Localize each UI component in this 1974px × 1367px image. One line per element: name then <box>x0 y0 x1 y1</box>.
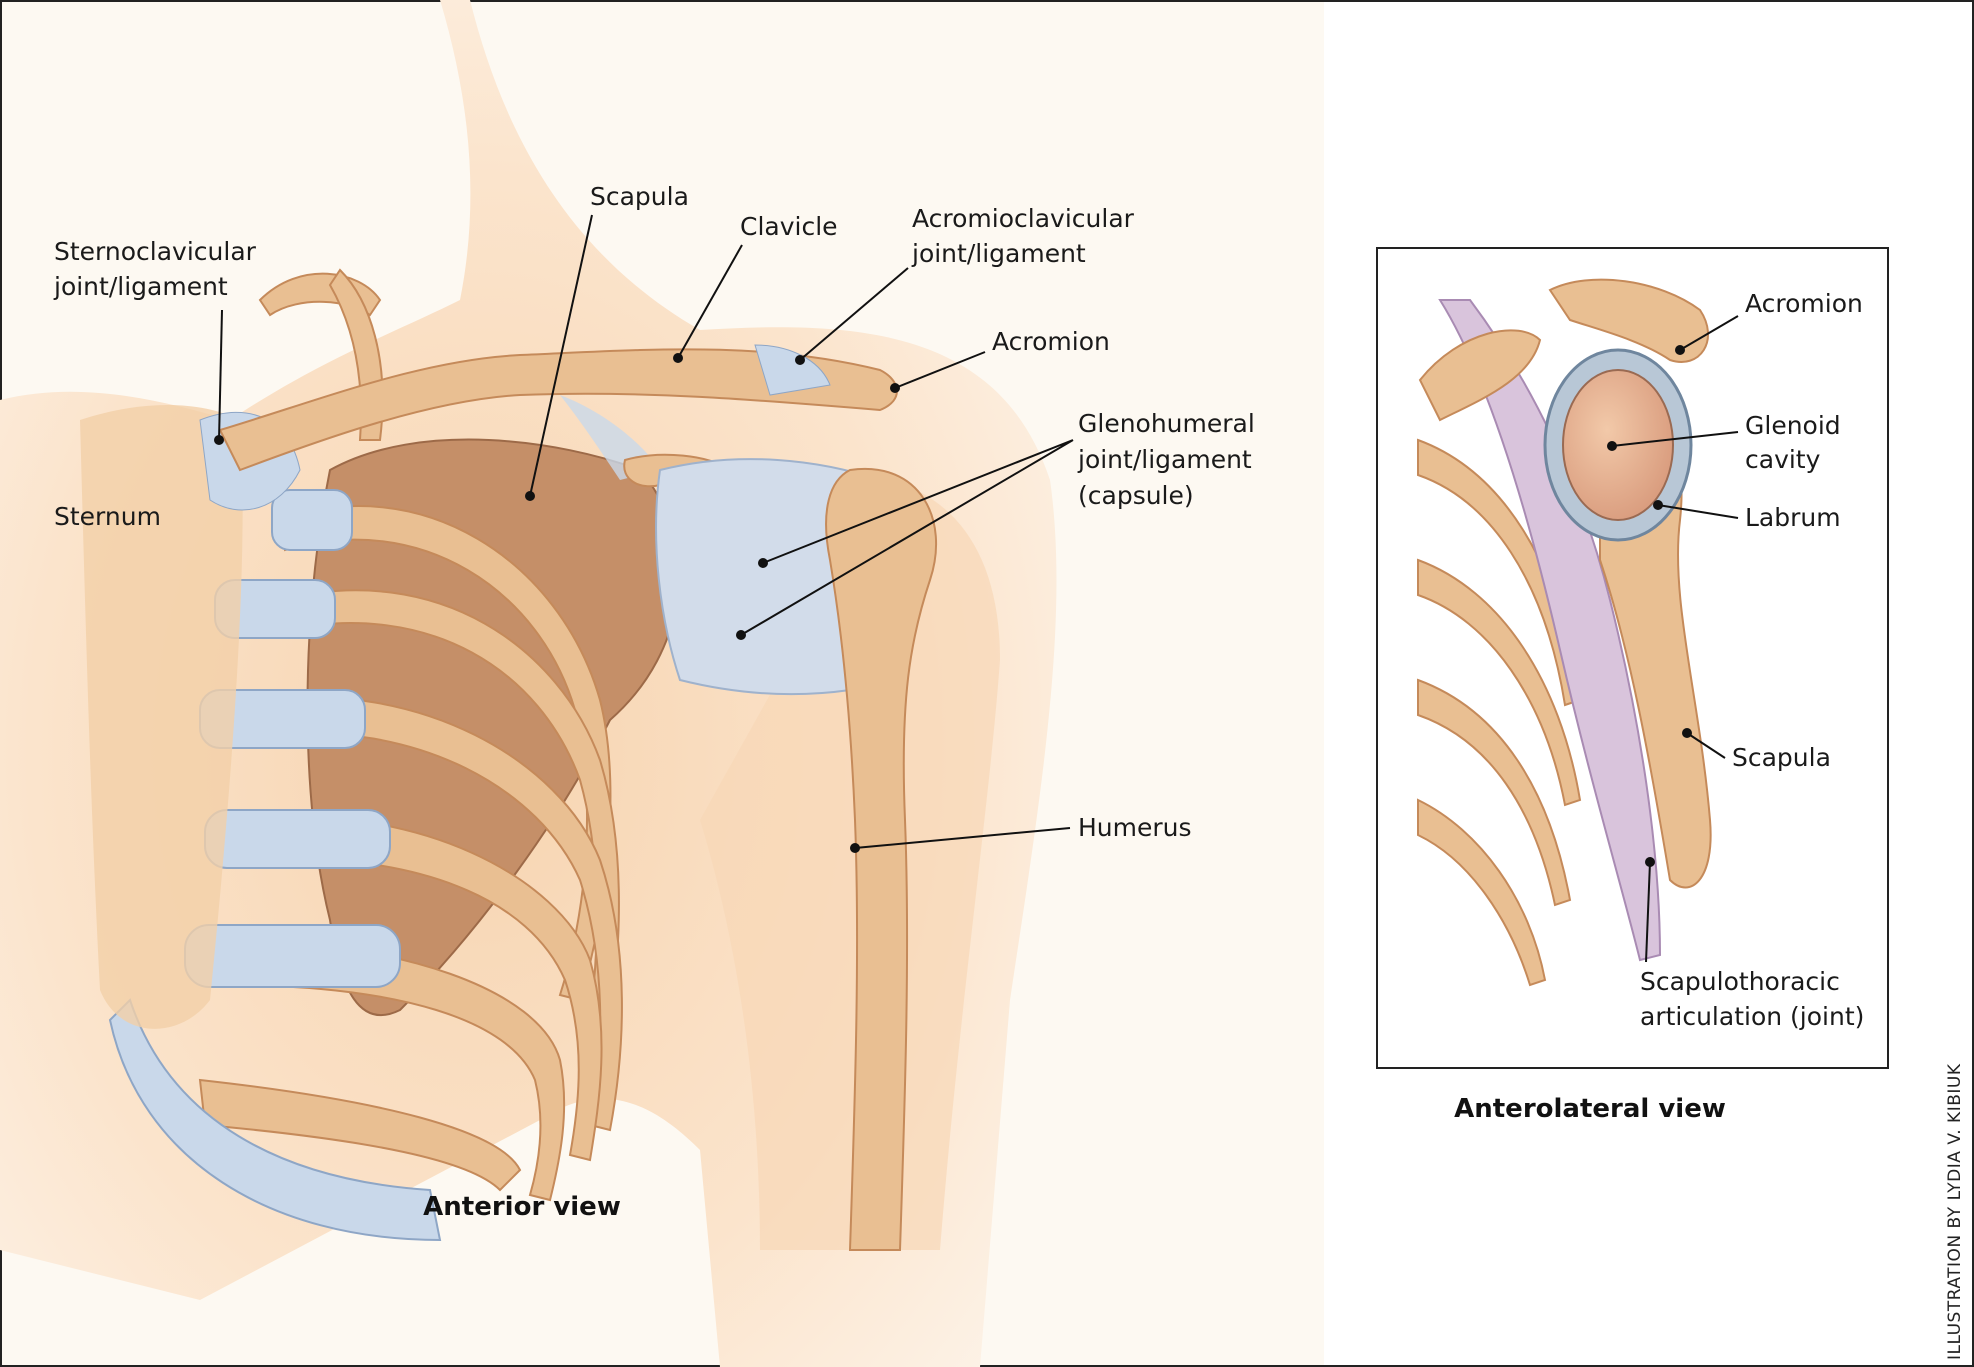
costal-cartilages <box>108 489 442 1242</box>
acromioclavicular-ligament-shape <box>754 344 831 396</box>
label-sternoclavicular-line2: joint/ligament <box>53 272 228 301</box>
leader-acromioclavicular <box>799 267 909 361</box>
label-scapula: Scapula <box>590 182 689 211</box>
label-sternoclavicular-line1: Sternoclavicular <box>54 237 257 266</box>
inset-label-labrum: Labrum <box>1745 503 1841 532</box>
leader-acromion <box>894 351 986 389</box>
leader-sternoclavicular <box>218 309 223 441</box>
arm-silhouette <box>700 480 1000 1250</box>
leader-humerus <box>854 827 1071 849</box>
label-humerus: Humerus <box>1078 813 1192 842</box>
inset-label-glenoid-line2: cavity <box>1745 445 1821 474</box>
label-sternum: Sternum <box>54 502 161 531</box>
anterolateral-view-caption: Anterolateral view <box>1454 1094 1726 1124</box>
label-acromioclavicular-line2: joint/ligament <box>911 239 1086 268</box>
leader-scapula <box>529 214 593 497</box>
inset-label-glenoid-line1: Glenoid <box>1745 411 1841 440</box>
label-glenohumeral-line2: joint/ligament <box>1077 445 1252 474</box>
inset-label-scapulothoracic-line2: articulation (joint) <box>1640 1002 1864 1031</box>
anterior-view-illustration <box>0 0 1057 1367</box>
inset-label-scapula: Scapula <box>1732 743 1831 772</box>
label-glenohumeral-line1: Glenohumeral <box>1078 409 1255 438</box>
inset-label-acromion: Acromion <box>1745 289 1863 318</box>
label-acromion: Acromion <box>992 327 1110 356</box>
anterolateral-inset: Acromion Glenoid cavity Labrum Scapula S… <box>1376 247 1889 1124</box>
label-clavicle: Clavicle <box>740 212 838 241</box>
anterior-view-caption: Anterior view <box>423 1192 621 1222</box>
humerus-shape <box>825 467 938 1251</box>
leader-clavicle <box>677 244 743 359</box>
ribs <box>198 505 623 1202</box>
label-glenohumeral-line3: (capsule) <box>1078 481 1194 510</box>
anterior-labels: Sternoclavicular joint/ligament Sternum … <box>53 182 1255 1222</box>
inset-acromion-shape <box>1548 278 1710 363</box>
inset-label-scapulothoracic-line1: Scapulothoracic <box>1640 967 1840 996</box>
label-acromioclavicular-line1: Acromioclavicular <box>912 204 1135 233</box>
illustration-credit: ILLUSTRATION BY LYDIA V. KIBIUK <box>1945 1063 1965 1360</box>
leader-glenohumeral <box>740 439 1074 636</box>
sternum-shape <box>80 405 243 1029</box>
scapula-shape <box>306 438 680 1017</box>
